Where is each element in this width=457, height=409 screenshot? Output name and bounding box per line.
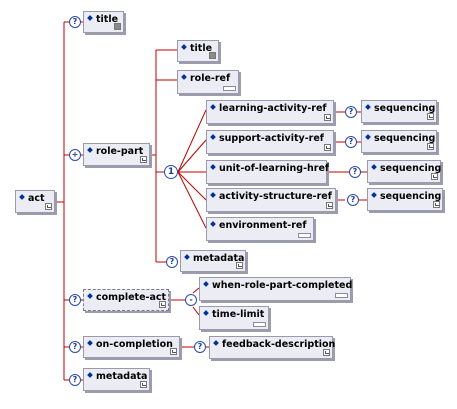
expand-icon[interactable] <box>236 262 243 269</box>
element-diamond-icon <box>203 310 209 316</box>
element-diamond-icon <box>210 221 216 227</box>
expand-icon[interactable] <box>324 114 331 121</box>
element-diamond-icon <box>87 340 93 346</box>
optional-marker-icon: ? <box>69 374 81 386</box>
element-diamond-icon <box>210 134 216 140</box>
expand-icon[interactable] <box>324 144 331 151</box>
expand-icon[interactable] <box>114 23 121 30</box>
role-part-node[interactable]: role-part <box>83 143 150 166</box>
expand-icon[interactable] <box>427 143 434 150</box>
time-limit-node[interactable]: time-limit <box>199 306 269 330</box>
environment-ref-node[interactable]: environment-ref <box>206 217 314 241</box>
choice-marker-icon: 1 <box>164 165 178 179</box>
sequencing-label: sequencing <box>380 163 442 174</box>
element-diamond-icon <box>87 147 93 153</box>
expand-icon[interactable] <box>45 203 52 210</box>
environment-ref-label: environment-ref <box>219 220 307 231</box>
when-role-part-completed-label: when-role-part-completed <box>212 280 353 291</box>
title-label: title <box>96 14 119 25</box>
sequencing-label: sequencing <box>380 191 442 202</box>
optional-marker-icon: ? <box>69 16 81 28</box>
activity-structure-ref-label: activity-structure-ref <box>219 191 332 202</box>
expand-icon[interactable] <box>159 301 166 308</box>
element-diamond-icon <box>181 44 187 50</box>
activity-structure-ref-node[interactable]: activity-structure-ref <box>206 188 336 212</box>
element-diamond-icon <box>210 164 216 170</box>
element-diamond-icon <box>181 74 187 80</box>
element-diamond-icon <box>371 192 377 198</box>
role-ref-label: role-ref <box>190 73 231 84</box>
role-part-title-node[interactable]: title <box>177 40 219 62</box>
optional-marker-icon: ? <box>345 106 357 118</box>
act-node[interactable]: act <box>15 190 55 213</box>
on-completion-node[interactable]: on-completion <box>83 336 180 358</box>
element-diamond-icon <box>365 104 371 110</box>
role-part-title-label: title <box>190 43 213 54</box>
learning-activity-ref-label: learning-activity-ref <box>219 103 327 114</box>
title-node[interactable]: title <box>83 11 124 33</box>
expand-icon[interactable] <box>209 52 216 59</box>
time-limit-label: time-limit <box>212 309 265 320</box>
learning-activity-ref-node[interactable]: learning-activity-ref <box>206 100 334 124</box>
sequencing-node-3[interactable]: sequencing <box>367 160 441 183</box>
attribute-bar-icon <box>335 293 348 298</box>
optional-marker-icon: ? <box>69 294 81 306</box>
on-completion-label: on-completion <box>96 339 173 350</box>
sequencing-node-1[interactable]: sequencing <box>361 100 437 123</box>
expand-icon[interactable] <box>433 201 440 208</box>
act-metadata-label: metadata <box>96 371 148 382</box>
when-role-part-completed-node[interactable]: when-role-part-completed <box>199 277 353 301</box>
attribute-bar-icon <box>253 322 266 327</box>
role-ref-node[interactable]: role-ref <box>177 70 239 94</box>
element-diamond-icon <box>210 104 216 110</box>
expand-icon[interactable] <box>170 348 177 355</box>
complete-act-label: complete-act <box>96 292 167 303</box>
act-metadata-node[interactable]: metadata <box>83 368 150 391</box>
unit-of-learning-href-node[interactable]: unit-of-learning-href <box>206 160 330 184</box>
element-diamond-icon <box>87 293 93 299</box>
choice-marker-icon: - <box>185 294 197 306</box>
complete-act-node[interactable]: complete-act <box>83 289 169 311</box>
attribute-bar-icon <box>298 233 311 238</box>
role-part-metadata-label: metadata <box>193 253 245 264</box>
expand-icon[interactable] <box>431 173 438 180</box>
role-part-label: role-part <box>96 146 144 157</box>
element-diamond-icon <box>19 194 25 200</box>
one-or-more-marker-icon: + <box>69 149 81 161</box>
optional-marker-icon: ? <box>347 194 359 206</box>
attribute-bar-icon <box>223 86 236 91</box>
element-diamond-icon <box>210 192 216 198</box>
element-diamond-icon <box>87 372 93 378</box>
expand-icon[interactable] <box>427 113 434 120</box>
element-diamond-icon <box>213 340 219 346</box>
act-label: act <box>28 193 45 204</box>
sequencing-node-2[interactable]: sequencing <box>361 130 437 153</box>
element-diamond-icon <box>184 254 190 260</box>
optional-marker-icon: ? <box>69 341 81 353</box>
role-part-metadata-node[interactable]: metadata <box>180 250 246 272</box>
element-diamond-icon <box>87 15 93 21</box>
element-diamond-icon <box>203 281 209 287</box>
expand-icon[interactable] <box>323 349 330 356</box>
sequencing-label: sequencing <box>374 133 436 144</box>
optional-marker-icon: ? <box>166 256 178 268</box>
support-activity-ref-label: support-activity-ref <box>219 133 324 144</box>
element-diamond-icon <box>365 134 371 140</box>
unit-of-learning-href-label: unit-of-learning-href <box>219 163 330 174</box>
expand-icon[interactable] <box>326 202 333 209</box>
sequencing-label: sequencing <box>374 103 436 114</box>
expand-icon[interactable] <box>140 381 147 388</box>
optional-marker-icon: ? <box>349 166 361 178</box>
feedback-description-label: feedback-description <box>222 339 336 350</box>
optional-marker-icon: ? <box>345 136 357 148</box>
expand-icon[interactable] <box>140 156 147 163</box>
support-activity-ref-node[interactable]: support-activity-ref <box>206 130 334 154</box>
feedback-description-node[interactable]: feedback-description <box>209 336 336 359</box>
element-diamond-icon <box>371 164 377 170</box>
optional-marker-icon: ? <box>194 341 206 353</box>
sequencing-node-4[interactable]: sequencing <box>367 188 443 211</box>
